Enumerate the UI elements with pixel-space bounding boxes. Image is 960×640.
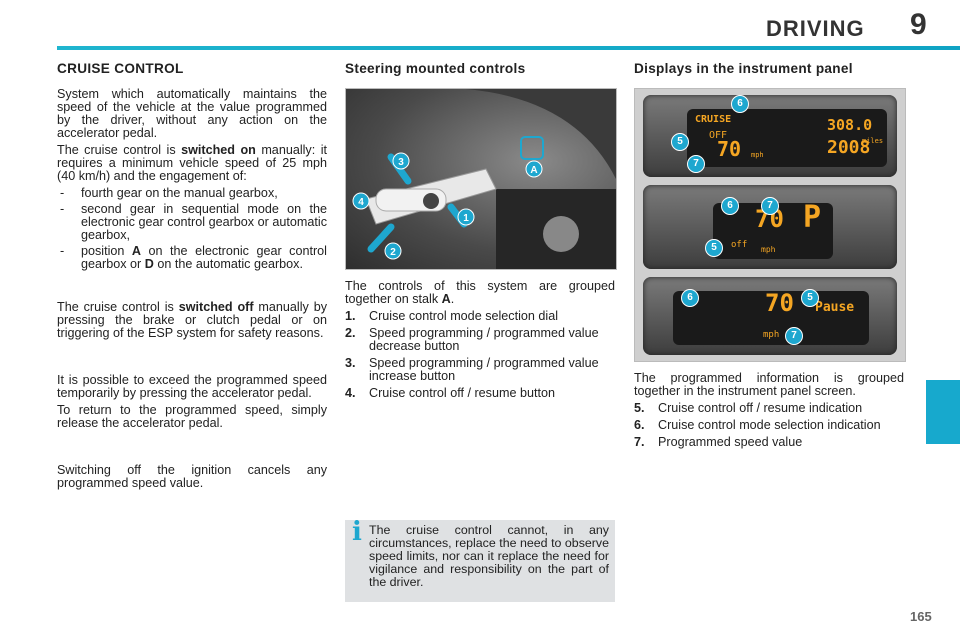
ignition-off-paragraph: Switching off the ignition cancels any p… (57, 463, 327, 490)
programmed-speed: 70 (765, 289, 794, 317)
callout-2: 2 (390, 247, 396, 258)
speed-unit: mph (751, 151, 764, 159)
list-item: fourth gear on the manual gearbox, (57, 187, 327, 201)
text-run: The cruise control is (57, 143, 182, 157)
display-panel-2: off 70 mph P (643, 185, 897, 269)
display-panel-1: CRUISE OFF 70 mph 308.0 miles 2008 (643, 95, 897, 177)
callout-5: 5 (705, 239, 723, 257)
text-run: on the automatic gearbox. (153, 257, 303, 271)
switched-off-paragraph: The cruise control is switched off manua… (57, 301, 327, 340)
speed-unit: mph (761, 245, 776, 254)
steering-controls-column: Steering mounted controls 2 3 4 1 A The … (345, 61, 617, 404)
item-text: Cruise control off / resume button (369, 386, 555, 400)
info-text: The cruise control cannot, in any circum… (369, 523, 609, 589)
header-divider (57, 46, 960, 50)
displays-list: 5. Cruise control off / resume indication… (634, 402, 904, 449)
item-number: 4. (345, 386, 356, 400)
odometer-unit: miles (862, 137, 884, 145)
text-run: manually: it requires a minimum vehicle … (57, 143, 327, 183)
item-number: 7. (634, 435, 645, 449)
text-run: position (81, 244, 132, 258)
return-speed-paragraph: To return to the programmed speed, simpl… (57, 403, 327, 430)
trip-value: 2008 (827, 137, 871, 158)
item-number: 1. (345, 309, 356, 323)
item-text: Cruise control off / resume indication (658, 401, 863, 415)
chapter-tab (926, 380, 960, 444)
item-text: Speed programming / programmed value dec… (369, 326, 599, 353)
page-number: 165 (910, 609, 932, 624)
instrument-panel-photos: CRUISE OFF 70 mph 308.0 miles 2008 off 7… (634, 88, 906, 362)
item-text: Speed programming / programmed value inc… (369, 356, 599, 383)
list-item: 2. Speed programming / programmed value d… (345, 327, 615, 353)
cruise-status-label: off (731, 240, 748, 250)
list-item: position A on the electronic gear contro… (57, 245, 327, 271)
item-text: Cruise control mode selection dial (369, 309, 558, 323)
list-item: 4. Cruise control off / resume button (345, 387, 615, 400)
lcd-screen-3: 70 Pause mph (673, 291, 869, 345)
list-item: 1. Cruise control mode selection dial (345, 310, 615, 323)
cruise-status-label: OFF (709, 130, 728, 141)
intro-paragraph: System which automatically maintains the… (57, 87, 327, 140)
displays-heading: Displays in the instrument panel (634, 61, 853, 76)
section-title: DRIVING (766, 16, 865, 41)
callout-7: 7 (687, 155, 705, 173)
bold-run: switched on (181, 143, 256, 157)
pause-label: Pause (815, 300, 855, 315)
cruise-mode-label: CRUISE (695, 114, 732, 125)
item-number: 5. (634, 401, 645, 415)
gear-conditions-list: fourth gear on the manual gearbox, secon… (57, 187, 327, 271)
bold-run: A (441, 292, 451, 306)
item-text: Programmed speed value (658, 435, 803, 449)
stalk-photo: 2 3 4 1 A (345, 88, 617, 270)
callout-7: 7 (761, 197, 779, 215)
list-item: 6. Cruise control mode selection indicati… (634, 419, 904, 432)
list-item: second gear in sequential mode on the el… (57, 203, 327, 242)
stalk-illustration: 2 3 4 1 A (352, 89, 616, 269)
callout-5: 5 (801, 289, 819, 307)
cruise-control-column: CRUISE CONTROL System which automaticall… (57, 62, 327, 494)
info-note: i The cruise control cannot, in any circ… (345, 517, 615, 602)
bold-run: switched off (178, 300, 254, 314)
text-run: on the electronic gear control gearbox o… (81, 244, 327, 271)
callout-7: 7 (785, 327, 803, 345)
list-item: 3. Speed programming / programmed value i… (345, 357, 615, 383)
callout-6: 6 (721, 197, 739, 215)
item-number: 3. (345, 356, 356, 370)
callout-6: 6 (731, 95, 749, 113)
list-item: 7. Programmed speed value (634, 436, 904, 449)
callout-5: 5 (671, 133, 689, 151)
callout-1: 1 (463, 213, 469, 224)
stalk-intro: The controls of this system are grouped … (345, 280, 615, 306)
switched-on-paragraph: The cruise control is switched on manual… (57, 144, 327, 183)
text-run: . (450, 292, 455, 306)
callout-4: 4 (358, 197, 364, 208)
item-number: 6. (634, 418, 645, 432)
exceed-speed-paragraph: It is possible to exceed the programmed … (57, 373, 327, 400)
text-run: The cruise control is (57, 300, 179, 314)
programmed-speed: 70 (717, 137, 742, 161)
lcd-screen-1: CRUISE OFF 70 mph 308.0 miles 2008 (687, 109, 887, 167)
bold-run: D (144, 257, 154, 271)
odometer: 308.0 (827, 116, 873, 134)
callout-a: A (530, 165, 537, 176)
callout-6: 6 (681, 289, 699, 307)
bold-run: A (131, 244, 142, 258)
displays-column: Displays in the instrument panel CRUISE … (634, 61, 906, 453)
gear-indicator: P (803, 200, 822, 235)
cruise-control-heading: CRUISE CONTROL (57, 61, 184, 76)
info-icon: i (352, 517, 362, 547)
displays-intro: The programmed information is grouped to… (634, 371, 904, 398)
controls-list: 1. Cruise control mode selection dial 2. S… (345, 310, 615, 400)
list-item: 5. Cruise control off / resume indication (634, 402, 904, 415)
steering-controls-heading: Steering mounted controls (345, 61, 526, 76)
item-text: Cruise control mode selection indication (658, 418, 881, 432)
display-panel-3: 70 Pause mph (643, 277, 897, 355)
text-run: manually by pressing the brake or clutch… (57, 300, 327, 340)
speed-unit: mph (763, 330, 780, 340)
chapter-number: 9 (910, 8, 927, 41)
text-run: The controls of this system are grouped … (345, 279, 615, 306)
item-number: 2. (345, 326, 356, 340)
callout-3: 3 (398, 157, 404, 168)
